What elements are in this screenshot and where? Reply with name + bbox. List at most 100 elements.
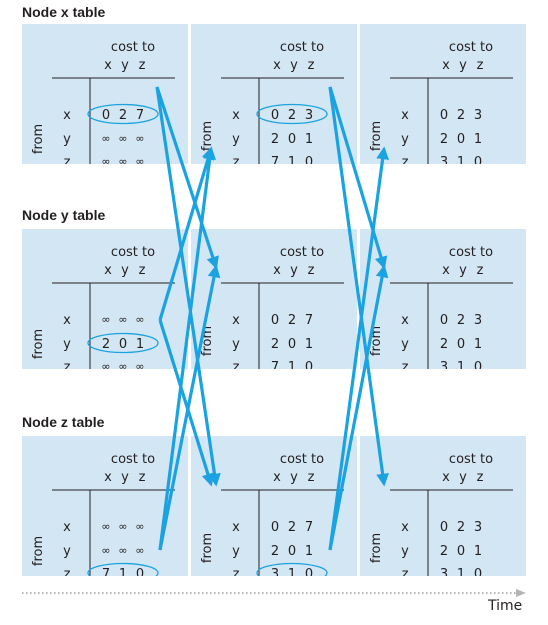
time-axis-label: Time	[488, 598, 523, 614]
cost-cell: 1	[474, 337, 482, 352]
cost-cell: 0	[305, 155, 313, 164]
cost-cell: 7	[136, 108, 144, 123]
row-label-z: z	[64, 567, 71, 576]
from-label: from	[31, 124, 46, 154]
cost-to-label: cost to	[111, 245, 155, 260]
column-header-z: z	[139, 263, 146, 278]
cost-cell: 0	[271, 313, 279, 328]
cost-cell: ∞	[135, 360, 144, 369]
cost-cell: 2	[440, 132, 448, 147]
cost-cell: 3	[440, 155, 448, 164]
column-header-x: x	[442, 263, 450, 278]
cost-cell: 1	[288, 155, 296, 164]
cost-cell: 2	[271, 544, 279, 559]
cost-cell: ∞	[135, 313, 144, 326]
node-z-table-title: Node z table	[22, 414, 105, 430]
row-label-y: y	[232, 544, 240, 559]
cost-to-label: cost to	[280, 245, 324, 260]
row-label-x: x	[63, 520, 71, 535]
cost-cell: 0	[136, 567, 144, 576]
row-label-y: y	[401, 544, 409, 559]
cost-cell: 3	[271, 567, 279, 576]
cost-cell: 0	[271, 520, 279, 535]
row-label-z: z	[402, 567, 409, 576]
cost-cell: 3	[474, 313, 482, 328]
column-header-z: z	[477, 470, 484, 485]
cost-cell: 7	[271, 360, 279, 369]
column-header-z: z	[139, 58, 146, 73]
cost-cell: ∞	[135, 544, 144, 557]
cost-cell: ∞	[135, 155, 144, 164]
column-header-x: x	[273, 263, 281, 278]
cost-to-label: cost to	[449, 245, 493, 260]
column-header-z: z	[477, 263, 484, 278]
cost-cell: 0	[440, 313, 448, 328]
node-x-table-title: Node x table	[22, 4, 106, 20]
column-header-y: y	[121, 58, 129, 73]
cost-to-label: cost to	[111, 452, 155, 467]
column-header-x: x	[442, 470, 450, 485]
column-header-z: z	[477, 58, 484, 73]
cost-cell: 2	[440, 544, 448, 559]
row-label-z: z	[64, 155, 71, 164]
cost-cell: 0	[457, 132, 465, 147]
cost-cell: 3	[474, 520, 482, 535]
cost-to-label: cost to	[280, 452, 324, 467]
cost-cell: 0	[474, 360, 482, 369]
row-label-y: y	[401, 337, 409, 352]
cost-cell: 1	[457, 360, 465, 369]
row-label-z: z	[233, 360, 240, 369]
column-header-z: z	[308, 263, 315, 278]
column-header-z: z	[308, 58, 315, 73]
column-header-x: x	[442, 58, 450, 73]
row-label-y: y	[232, 337, 240, 352]
from-label: from	[31, 329, 46, 359]
cost-cell: 7	[305, 520, 313, 535]
row-label-x: x	[401, 108, 409, 123]
cost-cell: 1	[305, 544, 313, 559]
from-label: from	[31, 536, 46, 566]
row-label-z: z	[64, 360, 71, 369]
cost-cell: 2	[288, 313, 296, 328]
cost-cell: ∞	[101, 544, 110, 557]
column-header-y: y	[290, 470, 298, 485]
cost-cell: 1	[119, 567, 127, 576]
cost-cell: 0	[305, 567, 313, 576]
cost-cell: ∞	[118, 132, 127, 145]
cost-cell: 2	[102, 337, 110, 352]
cost-cell: ∞	[118, 544, 127, 557]
column-header-z: z	[308, 470, 315, 485]
cost-to-label: cost to	[111, 40, 155, 55]
row-label-x: x	[401, 520, 409, 535]
column-header-x: x	[273, 58, 281, 73]
row-label-x: x	[232, 313, 240, 328]
row-label-y: y	[63, 132, 71, 147]
cost-cell: 2	[271, 132, 279, 147]
cost-cell: 2	[271, 337, 279, 352]
cost-cell: 0	[119, 337, 127, 352]
cost-cell: 0	[102, 108, 110, 123]
cost-cell: 0	[440, 108, 448, 123]
cost-cell: ∞	[101, 132, 110, 145]
cost-cell: 1	[136, 337, 144, 352]
cost-cell: 2	[288, 108, 296, 123]
cost-cell: 0	[457, 337, 465, 352]
column-header-z: z	[139, 470, 146, 485]
column-header-x: x	[273, 470, 281, 485]
cost-cell: 0	[271, 108, 279, 123]
column-header-x: x	[104, 470, 112, 485]
cost-cell: 1	[457, 155, 465, 164]
cost-cell: ∞	[118, 360, 127, 369]
row-label-z: z	[233, 567, 240, 576]
cost-cell: 0	[288, 132, 296, 147]
column-header-y: y	[121, 263, 129, 278]
cost-cell: ∞	[118, 313, 127, 326]
row-label-z: z	[402, 155, 409, 164]
highlight-ring	[256, 562, 328, 576]
